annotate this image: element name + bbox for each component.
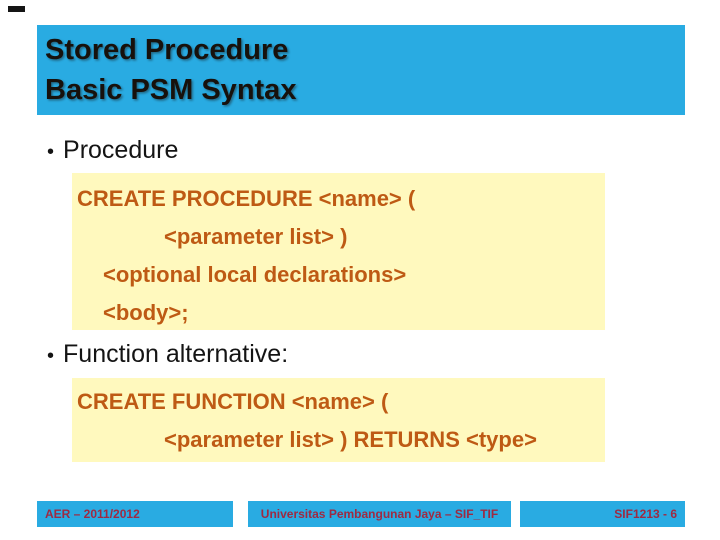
corner-mark [8, 6, 25, 12]
procedure-code-line-3: <optional local declarations> [103, 262, 407, 287]
bullet-dot-icon: • [47, 345, 55, 367]
procedure-code-line-4: <body>; [103, 300, 189, 325]
procedure-code-line-1: CREATE PROCEDURE <name> ( [77, 186, 416, 211]
title-bar: Stored Procedure Basic PSM Syntax [37, 25, 685, 115]
footer-institution: Universitas Pembangunan Jaya – SIF_TIF [248, 501, 511, 527]
slide-title-line-1: Stored Procedure [45, 34, 289, 66]
function-code-line-1: CREATE FUNCTION <name> ( [77, 389, 389, 414]
function-syntax-box: CREATE FUNCTION <name> ( <parameter list… [72, 378, 605, 462]
slide-title-line-2: Basic PSM Syntax [45, 74, 297, 106]
function-code-line-2: <parameter list> ) RETURNS <type> [164, 427, 537, 452]
bullet-item-procedure: • Procedure [47, 136, 178, 165]
bullet-dot-icon: • [47, 141, 55, 163]
procedure-code-line-2: <parameter list> ) [164, 224, 348, 249]
bullet-item-function-alternative: • Function alternative: [47, 340, 288, 369]
bullet-label-function-alternative: Function alternative: [63, 340, 289, 368]
procedure-syntax-box: CREATE PROCEDURE <name> ( <parameter lis… [72, 173, 605, 330]
footer-course-page-number: SIF1213 - 6 [520, 501, 685, 527]
bullet-label-procedure: Procedure [63, 136, 179, 164]
footer-author-year: AER – 2011/2012 [37, 501, 233, 527]
